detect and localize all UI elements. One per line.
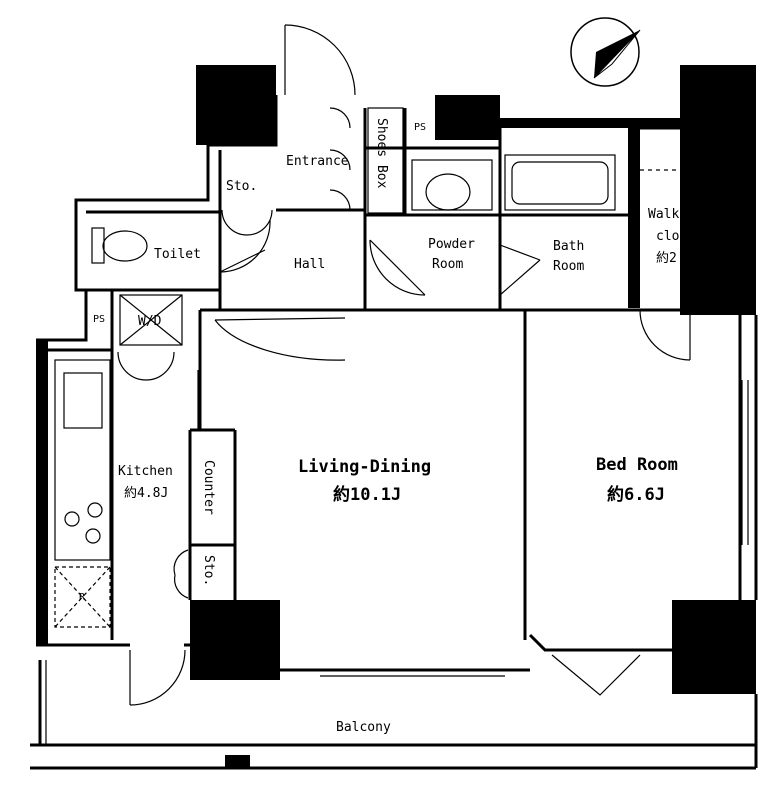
north-arrow-icon	[570, 17, 641, 87]
bed-room-label: Bed Room	[596, 455, 678, 475]
doors	[117, 24, 691, 706]
room-labels: Entrance Sto. Shoes Box PS Toilet Hall P…	[79, 118, 703, 735]
wall-blocks	[36, 65, 756, 767]
refrigerator-label: R	[79, 592, 86, 603]
hall-label: Hall	[294, 257, 325, 272]
storage-top-label: Sto.	[226, 179, 257, 194]
walk-in-closet-area: 約2.0J	[656, 251, 700, 266]
walk-in-closet-label-2: closet	[656, 229, 703, 244]
fixtures	[45, 107, 749, 745]
storage-bottom-label: Sto.	[201, 555, 216, 586]
washer-dryer-label: W/D	[138, 314, 162, 329]
entrance-label: Entrance	[286, 154, 349, 169]
ps-left-label: PS	[93, 314, 105, 325]
walk-in-closet-label: Walk-in	[648, 207, 703, 222]
wall-lines	[30, 95, 758, 770]
bath-room-label-2: Room	[553, 259, 584, 274]
living-dining-label: Living-Dining	[298, 457, 431, 477]
counter-label: Counter	[201, 460, 216, 515]
powder-room-label-2: Room	[432, 257, 463, 272]
kitchen-label: Kitchen	[118, 464, 173, 479]
kitchen-area: 約4.8J	[124, 486, 168, 501]
ps-top-label: PS	[414, 122, 426, 133]
shoes-box-label: Shoes Box	[374, 118, 389, 189]
bath-room-label: Bath	[553, 239, 584, 254]
balcony-label: Balcony	[336, 720, 391, 735]
bed-room-area: 約6.6J	[607, 484, 665, 505]
toilet-label: Toilet	[154, 247, 201, 262]
living-dining-area: 約10.1J	[333, 484, 401, 505]
powder-room-label: Powder	[428, 237, 475, 252]
